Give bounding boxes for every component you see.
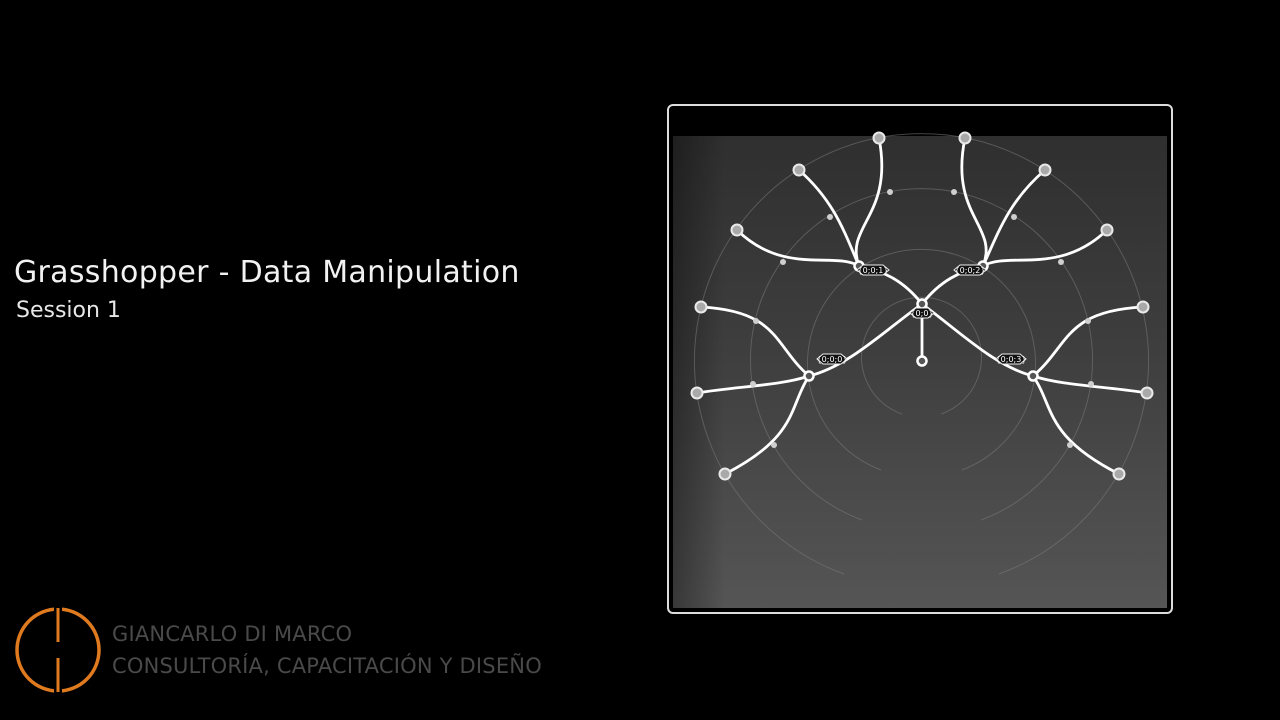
leaf-link-3-1 [1031, 374, 1149, 395]
leaf-link-0-1 [695, 374, 811, 395]
leaf-node [958, 131, 972, 145]
path-tags: {0;0} {0;0;1} {0;0;2} {0;0;0} {0;0;3} [816, 264, 1027, 365]
leaf-link-0-0 [699, 305, 811, 378]
leaf-link-1-2 [735, 228, 861, 268]
leaf-node [718, 467, 732, 481]
center-node [916, 298, 928, 310]
guide-arc-2 [807, 248, 1036, 471]
brand-name: GIANCARLO DI MARCO [112, 622, 353, 646]
path-tag-branch-2-label: {0;0;2} [955, 266, 986, 275]
path-tag-branch-2: {0;0;2} [953, 264, 987, 276]
path-tag-branch-0: {0;0;0} [816, 353, 848, 365]
leaf-node [792, 163, 806, 177]
leaf-node [1140, 386, 1154, 400]
path-tag-root: {0;0} [909, 307, 935, 319]
path-tag-branch-1: {0;0;1} [856, 264, 890, 276]
branch-node-0 [803, 370, 815, 382]
leaf-link-2-2 [981, 228, 1109, 268]
leaf-nodes [690, 131, 1154, 481]
path-tag-branch-0-label: {0;0;0} [817, 355, 848, 364]
logo-icon [15, 604, 101, 696]
midpoint-dots [750, 189, 1094, 448]
branch-node-3 [1027, 370, 1039, 382]
slide-title: Grasshopper - Data Manipulation [14, 255, 520, 290]
path-tag-branch-3: {0;0;3} [995, 353, 1027, 365]
path-tag-branch-1-label: {0;0;1} [858, 266, 889, 275]
slide-subtitle: Session 1 [16, 298, 121, 323]
leaf-node [694, 300, 708, 314]
leaf-node [1100, 223, 1114, 237]
guide-arc-4 [694, 133, 1149, 575]
leaf-link-3-2 [1031, 374, 1121, 476]
leaf-link-0-2 [723, 374, 811, 476]
panel-background [673, 136, 1167, 608]
panel-shade [673, 136, 725, 608]
branch-link-0 [807, 302, 924, 378]
branch-nodes [803, 260, 1039, 382]
data-tree-diagram: {0;0} {0;0;1} {0;0;2} {0;0;0} {0;0;3} [690, 131, 1154, 575]
path-tag-root-label: {0;0} [910, 309, 933, 318]
data-tree-panel: {0;0} {0;0;1} {0;0;2} {0;0;0} {0;0;3} [667, 104, 1173, 614]
brand-tagline: CONSULTORÍA, CAPACITACIÓN Y DISEÑO [112, 654, 542, 678]
guide-arcs [694, 133, 1149, 575]
guide-arc-1 [861, 296, 982, 415]
leaf-link-2-0 [960, 136, 988, 268]
leaf-node [1136, 300, 1150, 314]
leaf-node [1038, 163, 1052, 177]
leaf-node [1112, 467, 1126, 481]
leaf-node [872, 131, 886, 145]
leaf-link-2-1 [981, 168, 1047, 268]
leaf-node [690, 386, 704, 400]
branch-link-3 [920, 302, 1035, 378]
guide-arc-3 [750, 188, 1093, 521]
leaf-node [730, 223, 744, 237]
leaf-link-1-1 [797, 168, 861, 268]
leaf-link-3-0 [1031, 305, 1145, 378]
root-node [916, 355, 928, 367]
tree-branches [695, 136, 1149, 476]
path-tag-branch-3-label: {0;0;3} [996, 355, 1027, 364]
leaf-link-1-0 [854, 136, 884, 268]
